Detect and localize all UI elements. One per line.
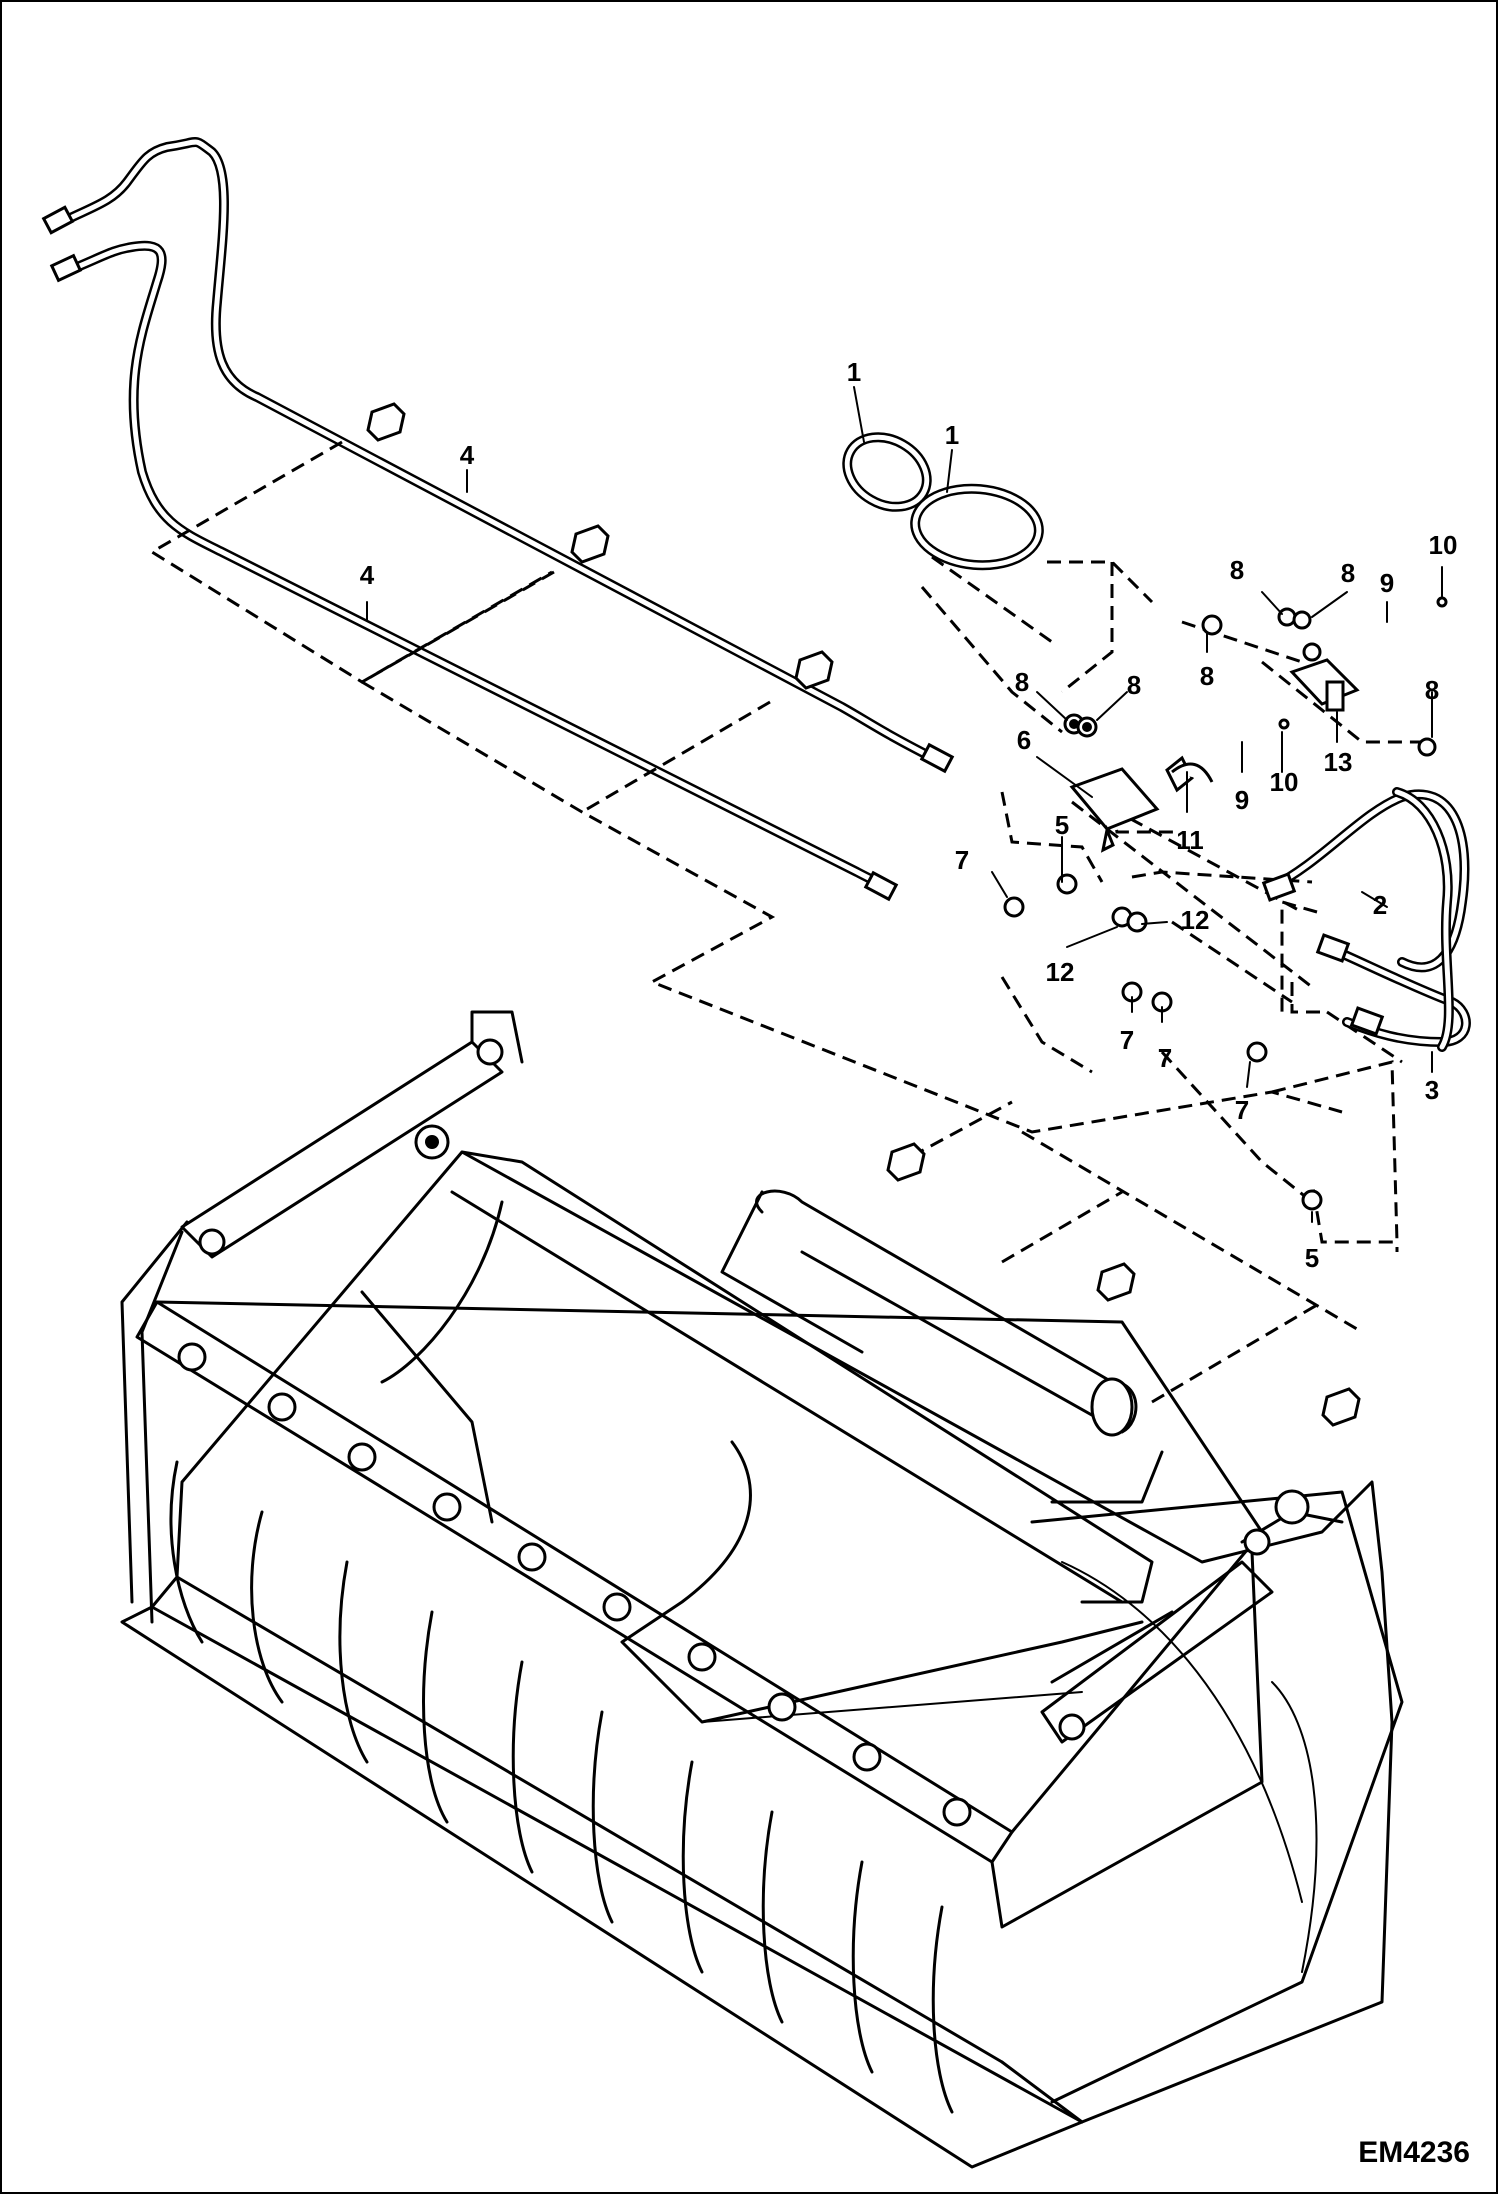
callout-8: 8	[1127, 670, 1141, 700]
callout-7: 7	[1158, 1043, 1172, 1073]
callout-8: 8	[1341, 558, 1355, 588]
callout-13: 13	[1324, 747, 1353, 777]
grapple-bolt-set	[177, 1342, 972, 1827]
hose-assembly-upper	[41, 137, 955, 774]
callout-4: 4	[360, 560, 375, 590]
hose-loop-1b	[910, 483, 1044, 571]
callout-9: 9	[1380, 568, 1394, 598]
figure-code: EM4236	[1358, 2136, 1470, 2169]
hose-assembly-lower	[49, 240, 899, 902]
callout-12: 12	[1046, 957, 1075, 987]
callout-3: 3	[1425, 1075, 1439, 1105]
callout-1: 1	[847, 357, 861, 387]
callout-10: 10	[1270, 767, 1299, 797]
callout-7: 7	[955, 845, 969, 875]
callout-7: 7	[1120, 1025, 1134, 1055]
callout-12: 12	[1181, 905, 1210, 935]
callout-10: 10	[1429, 530, 1458, 560]
callout-8: 8	[1200, 661, 1214, 691]
callout-4: 4	[460, 440, 475, 470]
hose-loop-1a	[842, 432, 932, 512]
hose-clamp-icon	[1096, 1262, 1136, 1302]
callout-leader-lines	[366, 386, 1443, 1223]
hose-clamp-icon	[1321, 1387, 1361, 1427]
callout-11: 11	[1176, 825, 1204, 855]
valve-block-icon	[1069, 658, 1360, 853]
callout-7: 7	[1235, 1095, 1249, 1125]
grapple-tine-set	[169, 1460, 954, 2114]
assembly-guide-lines	[149, 440, 1422, 1404]
callout-labels: 1 1 2 3 4 4 5 5 6 7 7 7 7 8 8 8 8 8 8 9 …	[360, 357, 1458, 1273]
callout-1: 1	[945, 420, 959, 450]
callout-5: 5	[1055, 810, 1069, 840]
hose-assembly-3	[1315, 787, 1471, 1052]
callout-9: 9	[1235, 785, 1249, 815]
hose-fitting-icon	[1261, 872, 1297, 902]
hose-fitting-icon	[919, 742, 955, 774]
callout-6: 6	[1017, 725, 1031, 755]
callout-8: 8	[1230, 555, 1244, 585]
callout-8: 8	[1015, 667, 1029, 697]
hose-fitting-icon	[1315, 933, 1351, 963]
hose-clamp-icon	[886, 1142, 926, 1182]
hose-fitting-icon	[1349, 1006, 1385, 1036]
hose-fitting-icon	[41, 205, 75, 235]
hose-clamp-icon	[366, 402, 834, 690]
grapple-bucket-assembly	[120, 1010, 1404, 2169]
callout-2: 2	[1373, 890, 1387, 920]
callout-5: 5	[1305, 1243, 1319, 1273]
hose-fitting-icon	[863, 870, 899, 902]
hydraulic-fitting-icon	[1003, 596, 1448, 1211]
callout-8: 8	[1425, 675, 1439, 705]
hose-fitting-icon	[49, 253, 83, 283]
